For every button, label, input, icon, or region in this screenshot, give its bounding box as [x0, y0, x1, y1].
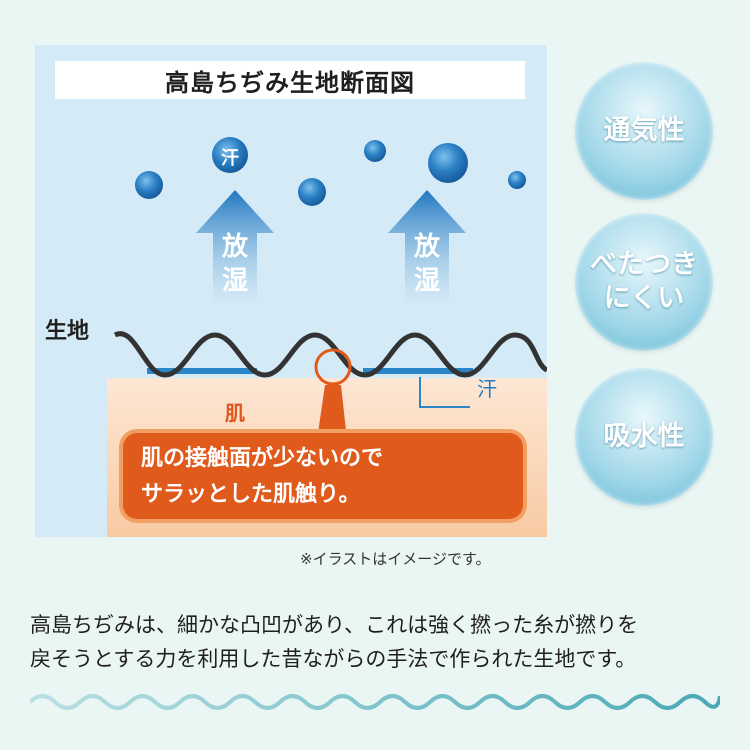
sweat-drop-icon [135, 171, 163, 199]
diagram-title: 高島ちぢみ生地断面図 [55, 61, 525, 99]
arrow-label-text: 放湿 [221, 232, 248, 296]
diagram-panel: 高島ちぢみ生地断面図 [35, 45, 547, 537]
wave-icon [30, 694, 720, 710]
callout-line-1: 肌の接触面が少ないので [141, 446, 384, 471]
up-arrow-icon [388, 190, 466, 303]
description-line-1: 高島ちぢみは、細かな凸凹があり、これは強く撚った糸が撚りを [30, 613, 639, 637]
sweat-drop-icon [364, 140, 386, 162]
skin-label: 肌 [225, 401, 245, 425]
drop-label: 汗 [221, 148, 239, 169]
sweat-label: 汗 [477, 377, 497, 401]
sweat-drop-icon [428, 143, 468, 183]
fabric-label: 生地 [45, 319, 90, 344]
fabric-wave [113, 331, 547, 378]
diagram-graphics [113, 137, 547, 440]
callout-pointer [317, 385, 347, 440]
description: 高島ちぢみは、細かな凸凹があり、これは強く撚った糸が撚りを 戻そうとする力を利用… [30, 608, 730, 676]
badge-label: 吸水性 [603, 421, 685, 452]
up-arrow-icon [196, 190, 274, 303]
sweat-bracket [419, 377, 470, 408]
badge-absorbency: 吸水性 [575, 368, 713, 506]
arrow-label-text: 放湿 [413, 232, 440, 296]
sweat-drop-icon [212, 137, 248, 173]
badge-label: べたつき にくい [590, 249, 698, 314]
sweat-drop-icon [508, 171, 526, 189]
badge-label: 通気性 [603, 115, 685, 146]
badge-breathability: 通気性 [575, 62, 713, 200]
arrow-label: 放湿 [220, 230, 250, 298]
callout-box: 肌の接触面が少ないので サラッとした肌触り。 [123, 433, 523, 519]
magnifier-circle-icon [314, 348, 352, 386]
contact-mark [363, 368, 473, 374]
illustration-note: ※イラストはイメージです。 [300, 550, 491, 568]
description-line-2: 戻そうとする力を利用した昔ながらの手法で作られた生地です。 [30, 647, 637, 671]
contact-mark [147, 368, 257, 374]
badge-non-sticky: べたつき にくい [575, 213, 713, 351]
arrow-label: 放湿 [412, 230, 442, 298]
sweat-drop-icon [298, 178, 326, 206]
callout-line-2: サラッとした肌触り。 [141, 482, 361, 507]
